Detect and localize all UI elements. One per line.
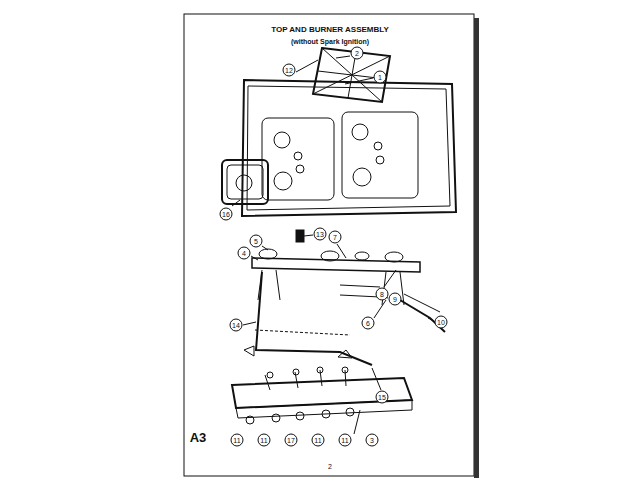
- page-shadow: [474, 18, 479, 478]
- callout-number: 3: [366, 434, 379, 447]
- diagram-subtitle: (without Spark Ignition): [291, 38, 369, 45]
- clip: [244, 346, 254, 356]
- callout-number: 5: [250, 235, 263, 248]
- callout-number: 4: [238, 247, 251, 260]
- callout-number: 2: [351, 47, 364, 60]
- callout-number: 6: [362, 317, 375, 330]
- callout-number: 13: [314, 228, 327, 241]
- valve-row: [265, 367, 348, 390]
- callout-number: 8: [376, 288, 389, 301]
- callout-number: 16: [220, 208, 233, 221]
- cooktop: [242, 80, 456, 216]
- page-number: 2: [328, 463, 332, 470]
- callout-number: 11: [339, 434, 352, 447]
- leader-lines: [232, 56, 434, 434]
- callout-number: 14: [230, 319, 243, 332]
- drip-pan: [222, 160, 268, 204]
- callout-number: 11: [258, 434, 271, 447]
- callout-number: 9: [389, 293, 402, 306]
- callout-number: 1: [374, 71, 387, 84]
- callout-number: 7: [329, 231, 342, 244]
- callout-number: 17: [285, 434, 298, 447]
- callout-number: 15: [376, 391, 389, 404]
- figure-code: A3: [190, 431, 207, 444]
- callout-number: 11: [231, 434, 244, 447]
- diagram-title: TOP AND BURNER ASSEMBLY: [271, 26, 389, 34]
- control-panel: [232, 378, 412, 424]
- callout-number: 10: [435, 316, 448, 329]
- burner-assembly: [252, 249, 445, 332]
- clip: [338, 350, 352, 358]
- page-frame: [184, 14, 474, 476]
- small-part: [296, 230, 304, 242]
- callout-number: 12: [283, 64, 296, 77]
- gas-tube: [256, 272, 372, 365]
- callout-number: 11: [312, 434, 325, 447]
